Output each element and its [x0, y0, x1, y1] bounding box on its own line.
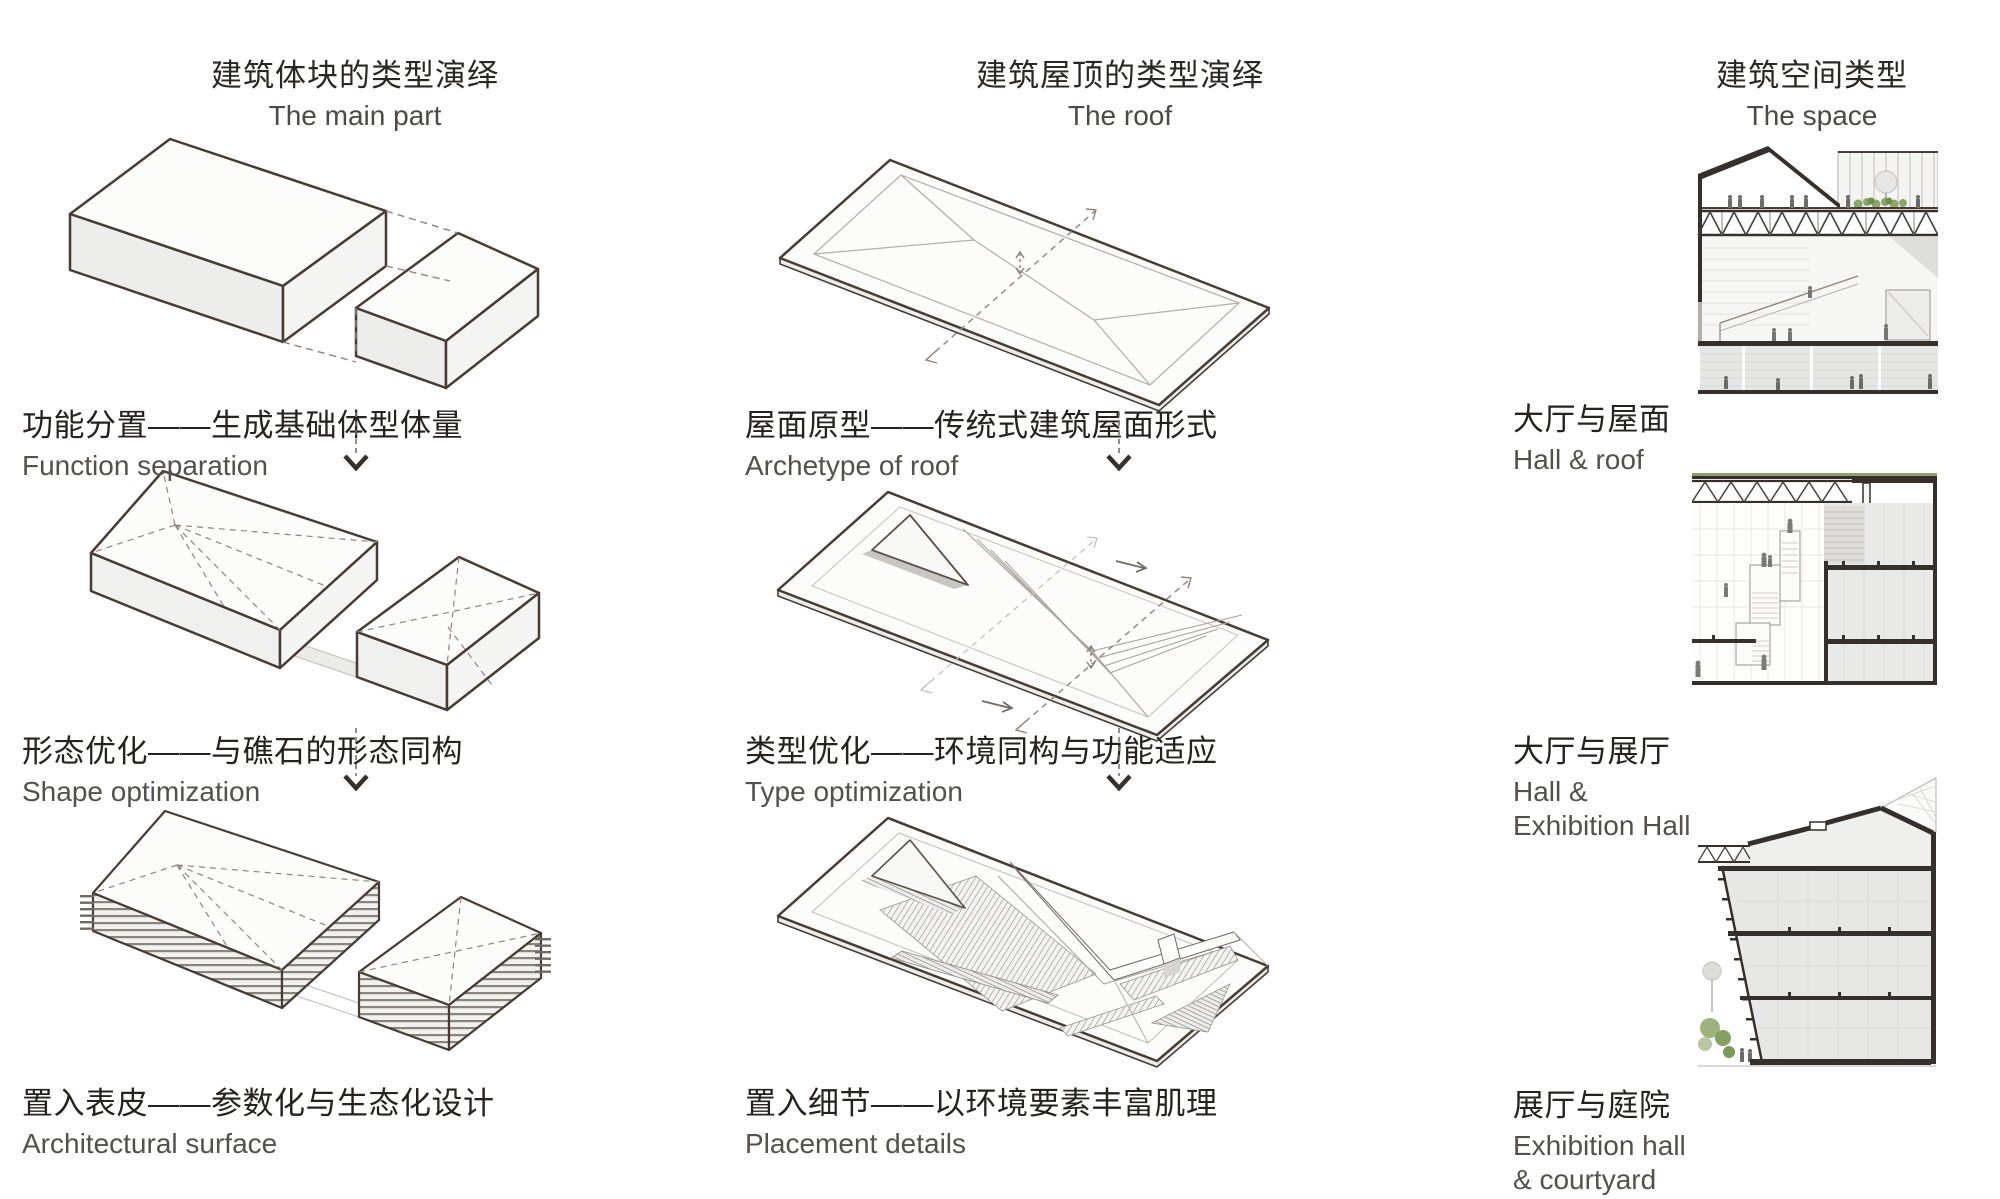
folded-roof-plate-diagram: [760, 455, 1520, 760]
section-hall-exhibition: [1692, 473, 1937, 688]
step-label-hall-exhibition: 大厅与展厅 Hall & Exhibition Hall: [1513, 726, 1690, 843]
step-label-zh: 大厅与展厅: [1513, 734, 1671, 769]
section-exhibition-courtyard: [1698, 766, 1938, 1071]
step-label-zh: 屋面原型——传统式建筑屋面形式: [745, 408, 1218, 443]
column-title-space: 建筑空间类型 The space: [1612, 50, 2000, 132]
step-label-function-separation: 功能分置——生成基础体型体量 Function separation: [22, 400, 463, 483]
step-label-shape-optimization: 形态优化——与礁石的形态同构 Shape optimization: [22, 726, 463, 809]
column-title-space-en: The space: [1746, 100, 1878, 131]
step-label-en: Architectural surface: [22, 1128, 278, 1159]
step-label-en: Shape optimization: [22, 776, 261, 807]
column-title-massing-en: The main part: [268, 100, 442, 131]
step-label-zh: 大厅与屋面: [1513, 402, 1671, 437]
step-label-zh: 类型优化——环境同构与功能适应: [745, 734, 1218, 769]
column-title-roof-en: The roof: [1067, 100, 1173, 131]
step-label-zh: 展厅与庭院: [1513, 1088, 1671, 1123]
step-label-hall-roof: 大厅与屋面 Hall & roof: [1513, 394, 1671, 477]
step-label-zh: 置入细节——以环境要素丰富肌理: [745, 1086, 1218, 1121]
column-title-roof-zh: 建筑屋顶的类型演绎: [976, 58, 1264, 93]
column-title-massing-zh: 建筑体块的类型演绎: [211, 58, 499, 93]
step-label-en: Archetype of roof: [745, 450, 959, 481]
step-label-en: Hall & Exhibition Hall: [1513, 776, 1691, 842]
column-title-massing: 建筑体块的类型演绎 The main part: [155, 50, 555, 132]
step-label-architectural-surface: 置入表皮——参数化与生态化设计 Architectural surface: [22, 1078, 495, 1161]
step-label-placement-details: 置入细节——以环境要素丰富肌理 Placement details: [745, 1078, 1218, 1161]
step-label-zh: 形态优化——与礁石的形态同构: [22, 734, 463, 769]
hip-roof-plate-diagram: [762, 133, 1520, 423]
faceted-boxes-diagram: [30, 465, 685, 745]
step-label-en: Hall & roof: [1513, 444, 1644, 475]
two-separated-boxes-diagram: [30, 123, 685, 418]
dashed-down-arrow-icon: [1105, 728, 1133, 794]
louvered-boxes-diagram: [30, 803, 695, 1085]
step-label-en: Exhibition hall & courtyard: [1513, 1130, 1686, 1196]
step-label-exhibition-courtyard: 展厅与庭院 Exhibition hall & courtyard: [1513, 1080, 1686, 1197]
dashed-down-arrow-icon: [1105, 412, 1133, 474]
step-label-zh: 功能分置——生成基础体型体量: [22, 408, 463, 443]
step-label-zh: 置入表皮——参数化与生态化设计: [22, 1086, 495, 1121]
step-label-archetype-of-roof: 屋面原型——传统式建筑屋面形式 Archetype of roof: [745, 400, 1218, 483]
step-label-en: Function separation: [22, 450, 268, 481]
step-label-en: Type optimization: [745, 776, 963, 807]
step-label-type-optimization: 类型优化——环境同构与功能适应 Type optimization: [745, 726, 1218, 809]
dashed-down-arrow-icon: [342, 728, 370, 794]
dashed-down-arrow-icon: [342, 412, 370, 474]
column-title-roof: 建筑屋顶的类型演绎 The roof: [920, 50, 1320, 132]
section-hall-roof: [1690, 138, 1938, 398]
textured-roof-plate-diagram: [760, 788, 1520, 1093]
column-title-space-zh: 建筑空间类型: [1716, 58, 1908, 93]
step-label-en: Placement details: [745, 1128, 967, 1159]
